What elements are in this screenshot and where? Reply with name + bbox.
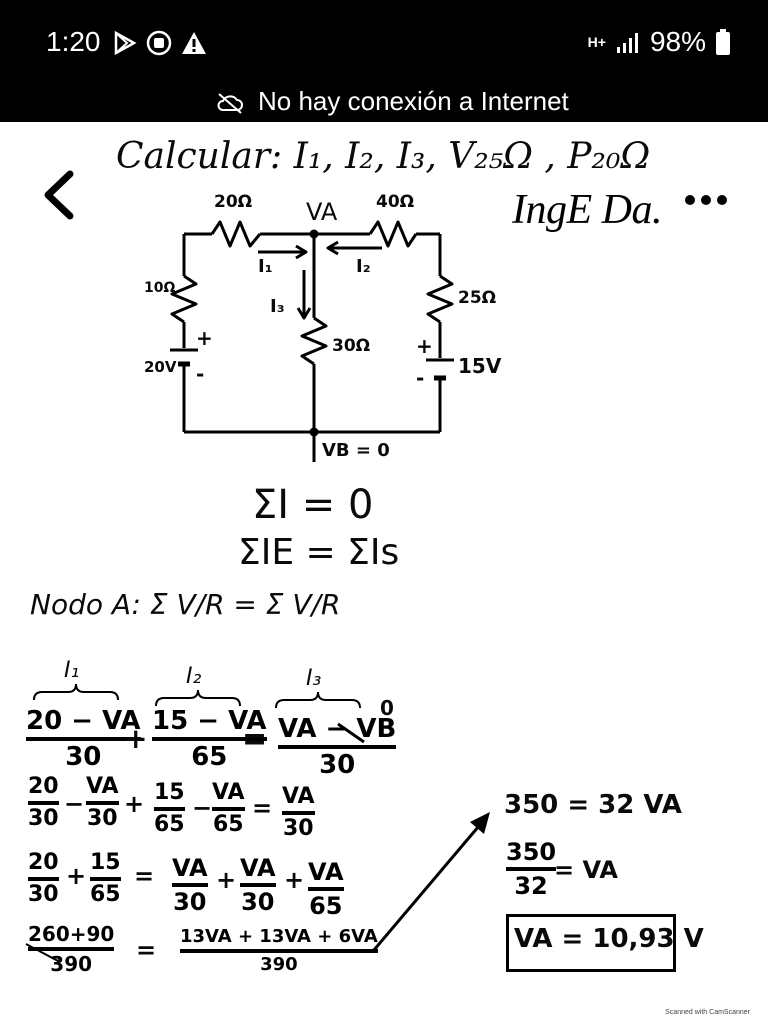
- eq2-equals: =: [252, 794, 273, 822]
- law-sum-current: ΣI = 0: [252, 482, 374, 528]
- label-i2: I₂: [356, 256, 371, 277]
- play-store-icon: [114, 30, 137, 56]
- eq2-d: VA 65: [212, 780, 245, 837]
- eq4-right: 13VA + 13VA + 6VA 390: [180, 926, 378, 975]
- eq3-op2: +: [216, 866, 237, 894]
- eq3-op1: +: [66, 862, 87, 890]
- label-v20: 20V: [144, 358, 177, 376]
- label-r25: 25Ω: [458, 288, 497, 308]
- node-a-equation: Nodo A: Σ V/R = Σ V/R: [30, 588, 341, 621]
- eq3-e: VA 65: [308, 858, 344, 920]
- label-r20: 20Ω: [214, 192, 253, 212]
- more-options-button[interactable]: [682, 188, 738, 212]
- result-fraction: 350 32: [506, 838, 557, 900]
- back-button[interactable]: [38, 168, 82, 222]
- cloud-off-icon: [217, 93, 243, 114]
- brace-label-i3: I₃: [306, 666, 322, 691]
- eq3-b: 15 65: [90, 850, 121, 907]
- result-fraction-rhs: = VA: [554, 856, 618, 884]
- eq2-e: VA 30: [282, 784, 315, 841]
- label-plus-15v: +: [416, 334, 433, 358]
- offline-banner-text: No hay conexión a Internet: [258, 86, 569, 116]
- label-r10: 10Ω: [144, 280, 176, 296]
- eq3-op3: +: [284, 866, 305, 894]
- brace-label-i2: I₂: [186, 664, 202, 689]
- label-plus-20v: +: [196, 326, 213, 350]
- eq2-op1: −: [64, 790, 85, 818]
- battery-percent: 98%: [649, 26, 706, 57]
- status-left-icons: [112, 30, 208, 60]
- label-minus-15v: -: [416, 366, 425, 390]
- label-vb: VB = 0: [322, 440, 390, 461]
- label-minus-20v: -: [196, 362, 205, 386]
- eq3-d: VA 30: [240, 854, 276, 916]
- eq4-left: 260+90 390: [28, 922, 115, 976]
- label-i3: I₃: [270, 296, 285, 317]
- battery-icon: [716, 29, 730, 55]
- eq1-term3: VA − VB 30: [278, 714, 397, 780]
- label-r30: 30Ω: [332, 336, 371, 356]
- eq3-equals: =: [134, 862, 155, 890]
- warning-icon: [182, 32, 206, 54]
- result-box: [506, 914, 676, 972]
- label-v15: 15V: [458, 354, 502, 378]
- label-va: VA: [306, 198, 338, 226]
- back-arrow-icon: [44, 170, 74, 220]
- status-bar: 1:20 H+ 98%: [0, 0, 768, 88]
- eq1-equals: =: [242, 722, 268, 757]
- eq1-term2: 15 − VA 65: [152, 706, 267, 772]
- notification-icon: [146, 30, 172, 56]
- status-time: 1:20: [46, 26, 101, 57]
- more-dots-icon: [685, 195, 727, 205]
- offline-banner: [0, 88, 768, 122]
- eq3-c: VA 30: [172, 854, 208, 916]
- eq2-c: 15 65: [154, 780, 185, 837]
- status-right: H+ 98%: [588, 26, 730, 58]
- result-value: VA = 10,93 V: [514, 924, 704, 954]
- eq3-a: 20 30: [28, 850, 59, 907]
- eq4-equals: =: [136, 936, 157, 964]
- eq2-b: VA 30: [86, 774, 119, 831]
- eq2-a: 20 30: [28, 774, 59, 831]
- eq1-term1: 20 − VA 30: [26, 706, 141, 772]
- signal-icon: [616, 33, 638, 53]
- scanner-watermark: Scanned with CamScanner: [665, 1009, 750, 1016]
- network-type-icon: H+: [587, 34, 606, 50]
- brace-label-i1: I₁: [64, 658, 80, 683]
- eq2-op3: −: [192, 794, 213, 822]
- eq2-op2: +: [124, 790, 145, 818]
- eq1-zero: 0: [380, 696, 394, 720]
- label-r40: 40Ω: [376, 192, 415, 212]
- notes-title: Calcular: I₁, I₂, I₃, V₂₅Ω , P₂₀Ω: [116, 136, 651, 177]
- result-line1: 350 = 32 VA: [504, 790, 682, 820]
- law-in-out: ΣIE = ΣIs: [238, 532, 400, 573]
- eq1-op1: +: [124, 722, 148, 755]
- label-i1: I₁: [258, 256, 273, 277]
- channel-name: IngE Da.: [512, 187, 662, 233]
